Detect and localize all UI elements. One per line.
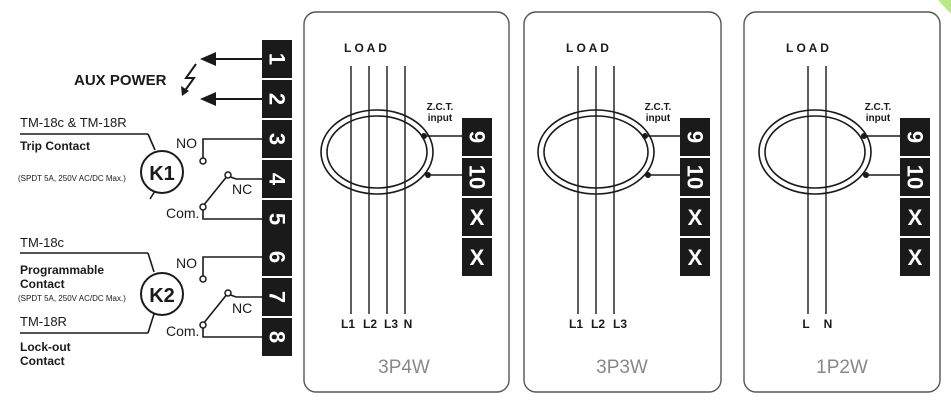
- panel-3p4w: L O A D Z.C.T. input 9 10 X X L1 L2 L3 N…: [303, 11, 510, 393]
- panel-1p2w-frame: [743, 11, 941, 393]
- panel-3p3w-terminal-x2: X: [688, 245, 703, 270]
- terminal-1-label: 1: [265, 53, 290, 65]
- panel-3p3w-zct-input: input: [646, 113, 671, 124]
- k1-relay-circle: [140, 150, 184, 194]
- panel-3p4w-load: L O A D: [344, 41, 387, 55]
- terminal-3-label: 3: [265, 133, 290, 145]
- k2-title-line1: Programmable: [20, 263, 104, 277]
- panel-3p3w: L O A D Z.C.T. input 9 10 X X L1 L2 L3 3…: [523, 11, 722, 393]
- terminal-6-label: 6: [265, 251, 290, 263]
- panel-3p4w-line-l1: L1: [341, 317, 355, 331]
- panel-1p2w-zct-input: input: [866, 113, 891, 124]
- panel-3p4w-title: 3P4W: [378, 357, 430, 378]
- terminal-6: [262, 238, 292, 276]
- panel-3p4w-terminal-9: 9: [465, 131, 490, 143]
- panel-3p4w-terminal-x1: X: [470, 205, 485, 230]
- terminal-1: [262, 40, 292, 78]
- panel-3p4w-line-n: N: [404, 317, 413, 331]
- panel-1p2w-title: 1P2W: [816, 357, 868, 378]
- k2-com-label: Com.: [166, 323, 199, 339]
- k2-model-bottom: TM-18R: [20, 314, 67, 329]
- panel-1p2w-load: L O A D: [786, 41, 829, 55]
- k2-relay-circle: [140, 272, 184, 316]
- k2-nc-label: NC: [232, 300, 252, 316]
- k2-model-top: TM-18c: [20, 235, 65, 250]
- k2-no-label: NO: [176, 255, 197, 271]
- terminal-4: [262, 160, 292, 198]
- k2-title-line2: Contact: [20, 277, 65, 291]
- panel-3p3w-line-l3: L3: [613, 317, 627, 331]
- left-terminal-strip: 1 2 3 4 5 6 7 8: [262, 40, 292, 356]
- terminal-7: [262, 278, 292, 316]
- aux-power-label: AUX POWER: [74, 72, 167, 89]
- panel-3p3w-line-l1: L1: [569, 317, 583, 331]
- terminal-5: [262, 200, 292, 238]
- aux-power-group: [181, 52, 262, 106]
- k1-model-line: TM-18c & TM-18R: [20, 115, 127, 130]
- panel-3p4w-zct-input: input: [428, 113, 453, 124]
- panel-3p4w-terminal-x2: X: [470, 245, 485, 270]
- k1-wiring: [20, 133, 262, 220]
- panel-3p4w-frame: [303, 11, 510, 393]
- panel-3p3w-frame: [523, 11, 722, 393]
- panel-1p2w-terminal-x2: X: [908, 245, 923, 270]
- k2-lockout-line1: Lock-out: [20, 340, 71, 354]
- panel-3p3w-line-l2: L2: [591, 317, 605, 331]
- panel-3p3w-terminal-9: 9: [683, 131, 708, 143]
- terminal-4-label: 4: [265, 173, 290, 186]
- panel-3p4w-line-l3: L3: [384, 317, 398, 331]
- k1-relay-label: K1: [149, 163, 175, 185]
- panel-1p2w: L O A D Z.C.T. input 9 10 X X L N 1P2W: [743, 11, 941, 393]
- panel-3p4w-zct: Z.C.T.: [427, 102, 454, 113]
- panel-3p3w-load: L O A D: [566, 41, 609, 55]
- k2-relay-label: K2: [149, 285, 175, 307]
- corner-accent: [938, 0, 951, 14]
- panel-3p4w-terminal-10: 10: [465, 165, 490, 189]
- k2-lockout-line2: Contact: [20, 354, 65, 368]
- k1-com-label: Com.: [166, 205, 199, 221]
- panel-3p3w-terminal-10: 10: [683, 165, 708, 189]
- panel-3p3w-terminal-x1: X: [688, 205, 703, 230]
- terminal-8: [262, 318, 292, 356]
- panel-3p3w-zct: Z.C.T.: [645, 102, 672, 113]
- panel-3p4w-line-l2: L2: [363, 317, 377, 331]
- panel-1p2w-terminal-9: 9: [903, 131, 928, 143]
- k1-nc-label: NC: [232, 181, 252, 197]
- terminal-2: [262, 80, 292, 118]
- terminal-8-label: 8: [265, 331, 290, 343]
- k2-spec: (SPDT 5A, 250V AC/DC Max.): [18, 294, 126, 303]
- terminal-7-label: 7: [265, 291, 290, 303]
- panel-1p2w-terminal-10: 10: [903, 165, 928, 189]
- panel-1p2w-zct: Z.C.T.: [865, 102, 892, 113]
- terminal-2-label: 2: [265, 93, 290, 105]
- terminal-3: [262, 120, 292, 158]
- k1-no-label: NO: [176, 135, 197, 151]
- terminal-5-label: 5: [265, 213, 290, 225]
- panel-1p2w-line-n: N: [824, 317, 833, 331]
- panel-1p2w-line-l: L: [802, 317, 809, 331]
- k1-spec: (SPDT 5A, 250V AC/DC Max.): [18, 174, 126, 183]
- panel-1p2w-terminal-x1: X: [908, 205, 923, 230]
- k1-title: Trip Contact: [20, 139, 90, 153]
- panel-3p3w-title: 3P3W: [596, 357, 648, 378]
